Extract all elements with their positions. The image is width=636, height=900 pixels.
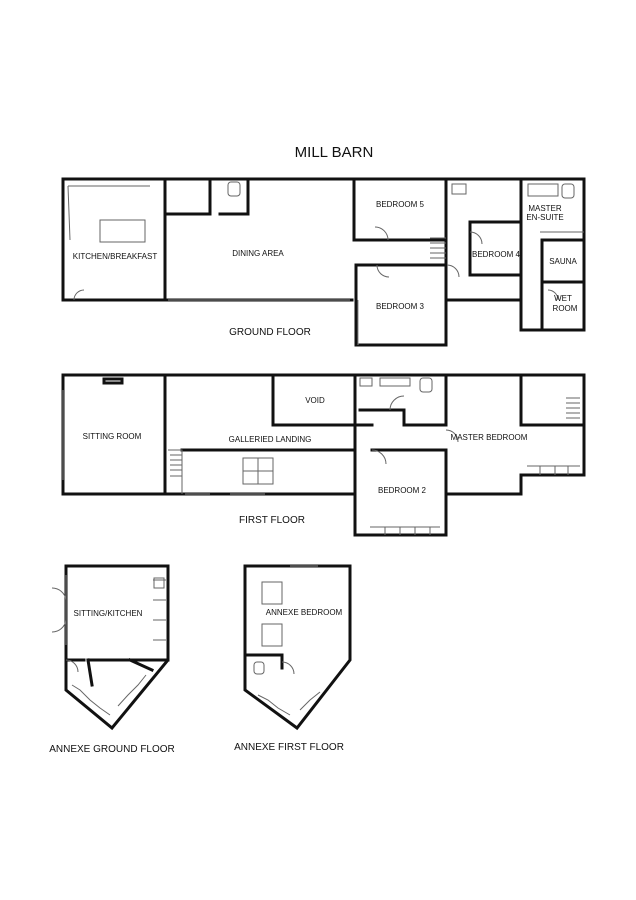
room-label-void: VOID — [305, 396, 325, 405]
floor-label-annexe-first: ANNEXE FIRST FLOOR — [234, 742, 344, 753]
first-floor-plan: SITTING ROOM GALLERIED LANDING VOID MAST… — [61, 373, 586, 537]
room-label-galleried-landing: GALLERIED LANDING — [229, 435, 312, 444]
room-label-bedroom-2: BEDROOM 2 — [378, 486, 427, 495]
floor-label-ground: GROUND FLOOR — [229, 327, 311, 338]
room-label-bedroom-4: BEDROOM 4 — [472, 250, 521, 259]
room-label-master-ensuite-1: MASTER — [528, 204, 562, 213]
floor-label-annexe-ground: ANNEXE GROUND FLOOR — [49, 744, 175, 755]
room-label-bedroom-3: BEDROOM 3 — [376, 302, 425, 311]
room-label-kitchen-breakfast: KITCHEN/BREAKFAST — [73, 252, 158, 261]
annexe-ground-floor-plan: SITTING/KITCHEN ANNEXE GROUND FLOOR — [49, 564, 175, 755]
floor-label-first: FIRST FLOOR — [239, 515, 305, 526]
room-label-wet-room-1: WET — [554, 294, 572, 303]
plan-title: MILL BARN — [295, 144, 374, 161]
room-label-master-ensuite-2: EN-SUITE — [526, 213, 563, 222]
room-label-master-bedroom: MASTER BEDROOM — [451, 433, 528, 442]
room-label-sauna: SAUNA — [549, 257, 577, 266]
room-label-annexe-bedroom: ANNEXE BEDROOM — [266, 608, 343, 617]
room-label-sitting-room: SITTING ROOM — [83, 432, 142, 441]
ground-floor-plan: KITCHEN/BREAKFAST DINING AREA BEDROOM 5 … — [61, 177, 586, 347]
room-label-dining-area: DINING AREA — [232, 249, 284, 258]
room-label-bedroom-5: BEDROOM 5 — [376, 200, 425, 209]
room-label-sitting-kitchen: SITTING/KITCHEN — [74, 609, 143, 618]
annexe-first-floor-plan: ANNEXE BEDROOM ANNEXE FIRST FLOOR — [234, 564, 352, 753]
room-label-wet-room-2: ROOM — [553, 304, 578, 313]
